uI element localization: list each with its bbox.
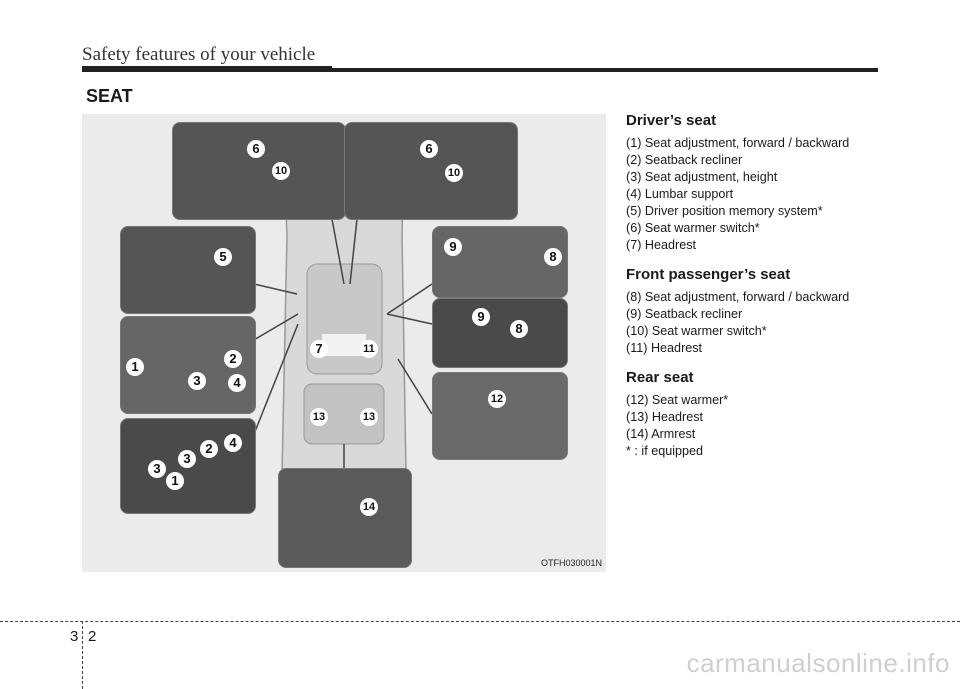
group-title: Front passenger’s seat — [626, 266, 791, 283]
list-item: (14) Armrest — [626, 427, 696, 441]
callout-8: 8 — [544, 248, 562, 266]
page-number: 2 — [88, 628, 97, 645]
driver-seat-group: Driver’s seat (1) Seat adjustment, forwa… — [626, 112, 926, 254]
panel-memory-switch — [120, 226, 256, 314]
callout-1: 1 — [126, 358, 144, 376]
callout-5: 5 — [214, 248, 232, 266]
callout-9: 9 — [472, 308, 490, 326]
callout-9: 9 — [444, 238, 462, 256]
watermark: carmanualsonline.info — [686, 648, 950, 678]
group-title: Driver’s seat — [626, 112, 717, 129]
list-item: (9) Seatback recliner — [626, 307, 743, 321]
footer-divider — [82, 621, 83, 689]
list-item: (3) Seat adjustment, height — [626, 170, 778, 184]
panel-rear-armrest — [278, 468, 412, 568]
callout-3: 3 — [148, 460, 166, 478]
callout-10: 10 — [445, 164, 463, 182]
callout-4: 4 — [224, 434, 242, 452]
list-item: (6) Seat warmer switch* — [626, 221, 760, 235]
callout-6: 6 — [247, 140, 265, 158]
list-item: (1) Seat adjustment, forward / backward — [626, 136, 850, 150]
front-passenger-seat-group: Front passenger’s seat (8) Seat adjustme… — [626, 266, 926, 357]
list-item: (5) Driver position memory system* — [626, 204, 823, 218]
callout-10: 10 — [272, 162, 290, 180]
rear-seat-group: Rear seat (12) Seat warmer* (13) Headres… — [626, 369, 926, 460]
callout-3: 3 — [178, 450, 196, 468]
panel-console-left — [172, 122, 346, 220]
header-rule — [82, 68, 878, 72]
callout-13: 13 — [310, 408, 328, 426]
section-title: SEAT — [86, 86, 133, 106]
callout-2: 2 — [224, 350, 242, 368]
callout-4: 4 — [228, 374, 246, 392]
callout-6: 6 — [420, 140, 438, 158]
callout-1: 1 — [166, 472, 184, 490]
legend-text: Driver’s seat (1) Seat adjustment, forwa… — [626, 112, 926, 472]
list-item: (4) Lumbar support — [626, 187, 734, 201]
list-item: (12) Seat warmer* — [626, 393, 729, 407]
group-title: Rear seat — [626, 369, 694, 386]
callout-3: 3 — [188, 372, 206, 390]
list-item: * : if equipped — [626, 444, 704, 458]
chapter-number: 3 — [70, 628, 79, 645]
callout-8: 8 — [510, 320, 528, 338]
list-item: (2) Seatback recliner — [626, 153, 743, 167]
panel-console-right — [344, 122, 518, 220]
callout-14: 14 — [360, 498, 378, 516]
panel-rear-seat-warmer — [432, 372, 568, 460]
footer-rule — [0, 621, 960, 622]
callout-7: 7 — [310, 340, 328, 358]
panel-passenger-seat-switches — [432, 298, 568, 368]
list-item: (7) Headrest — [626, 238, 696, 252]
figure-code: OTFH030001N — [540, 558, 602, 568]
callout-13: 13 — [360, 408, 378, 426]
callout-12: 12 — [488, 390, 506, 408]
list-item: (13) Headrest — [626, 410, 703, 424]
callout-2: 2 — [200, 440, 218, 458]
header-title: Safety features of your vehicle — [82, 44, 316, 65]
seat-figure: 6 10 6 10 5 2 1 3 4 2 4 3 3 1 7 11 13 13… — [82, 114, 606, 572]
callout-11: 11 — [360, 340, 378, 358]
list-item: (11) Headrest — [626, 341, 703, 355]
list-item: (8) Seat adjustment, forward / backward — [626, 290, 850, 304]
list-item: (10) Seat warmer switch* — [626, 324, 767, 338]
